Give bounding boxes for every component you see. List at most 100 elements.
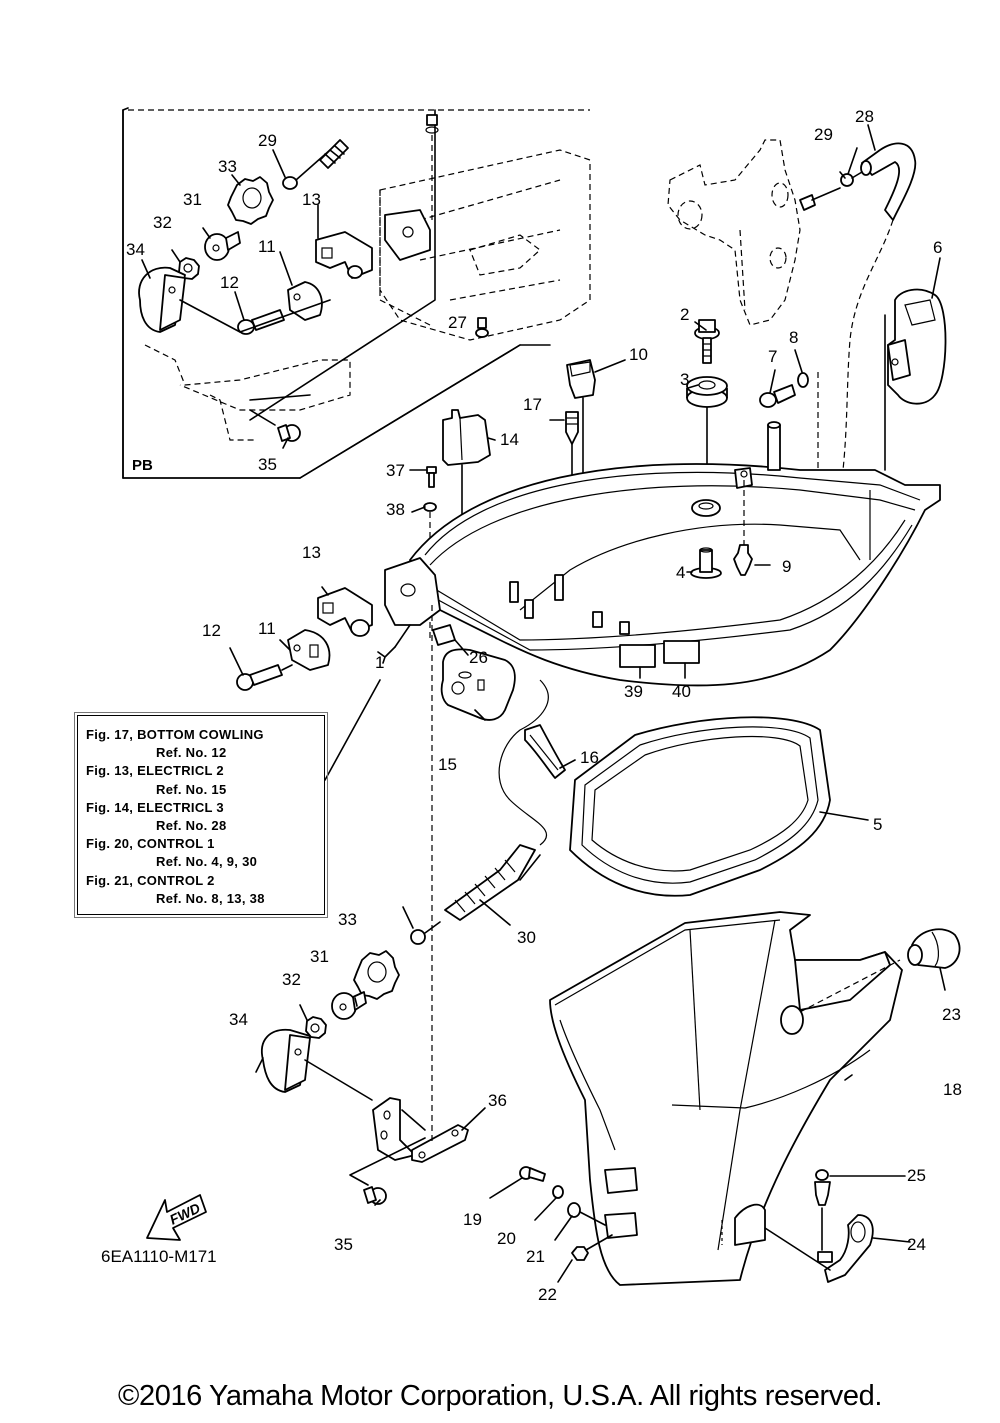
drawing-code: 6EA1110-M171 — [101, 1247, 217, 1266]
inset-callout-31: 31 — [183, 190, 202, 209]
inset-panel: PB — [122, 107, 591, 479]
callout-13: 13 — [302, 543, 321, 562]
part-33-nut-lower — [353, 950, 400, 1000]
inset-callout-13: 13 — [302, 190, 321, 209]
part-6-bracket — [884, 288, 947, 471]
ref-fig-13: Fig. 13, ELECTRICL 2 — [86, 763, 224, 779]
callout-34: 34 — [229, 1010, 248, 1029]
ref-fig-21: Fig. 21, CONTROL 2 — [86, 872, 215, 888]
inset-label: PB — [132, 457, 153, 474]
inset-part-13-bracket — [315, 231, 373, 279]
callout-36: 36 — [488, 1091, 507, 1110]
callout-20: 20 — [497, 1229, 516, 1248]
callout-1: 1 — [375, 653, 384, 672]
callout-4: 4 — [676, 563, 685, 582]
callout-21: 21 — [526, 1247, 545, 1266]
ref-no-8-13-38: Ref. No. 8, 13, 38 — [156, 890, 265, 906]
part-9-fitting — [733, 480, 753, 576]
ref-no-15: Ref. No. 15 — [156, 781, 227, 797]
callout-9: 9 — [782, 557, 791, 576]
inset-callout-34: 34 — [126, 240, 145, 259]
part-20-ring — [552, 1185, 564, 1199]
callout-3: 3 — [680, 370, 689, 389]
part-12-bolt-lower — [236, 664, 293, 691]
callouts: 1 2 3 4 5 6 7 8 9 10 11 12 13 14 15 16 1… — [202, 107, 962, 1304]
callout-30: 30 — [517, 928, 536, 947]
callout-26: 26 — [469, 648, 488, 667]
callout-6: 6 — [933, 238, 942, 257]
callout-35: 35 — [334, 1235, 353, 1254]
part-16-grommet — [524, 724, 566, 779]
part-36-bracket — [349, 1097, 469, 1186]
callout-23: 23 — [942, 1005, 961, 1024]
part-13-bracket-lower — [317, 587, 373, 637]
inset-part-31-screw — [204, 231, 241, 261]
callout-11: 11 — [258, 619, 276, 638]
part-31-screw-lower — [331, 991, 367, 1020]
callout-40: 40 — [672, 682, 691, 701]
engine-bracket-outline — [667, 139, 841, 326]
bottom-cowling — [384, 421, 941, 687]
inset-callout-32: 32 — [153, 213, 172, 232]
part-2-bolt — [694, 319, 720, 364]
inset-part-29-clip — [282, 139, 349, 190]
ref-fig-17: Fig. 17, BOTTOM COWLING — [86, 727, 264, 742]
part-11-plate-lower — [287, 629, 331, 671]
copyright-notice: ©2016 Yamaha Motor Corporation, U.S.A. A… — [118, 1380, 882, 1412]
inset-part-35-screw — [277, 424, 301, 442]
callout-12: 12 — [202, 621, 221, 640]
callout-29: 29 — [814, 125, 833, 144]
part-24-bracket — [764, 1214, 874, 1283]
callout-28: 28 — [855, 107, 874, 126]
part-15-cover — [440, 648, 516, 721]
callout-27: 27 — [448, 313, 467, 332]
ref-no-12: Ref. No. 12 — [156, 745, 227, 761]
callout-31: 31 — [310, 947, 329, 966]
inset-part-11-plate — [287, 281, 323, 321]
part-18-lower-case — [549, 911, 903, 1286]
part-29-clip-lower — [410, 921, 441, 945]
reference-box: Fig. 17, BOTTOM COWLING Ref. No. 12 Fig.… — [74, 712, 328, 918]
callout-25: 25 — [907, 1166, 926, 1185]
callout-14: 14 — [500, 430, 519, 449]
callout-33: 33 — [338, 910, 357, 929]
callout-24: 24 — [907, 1235, 926, 1254]
callout-10: 10 — [629, 345, 648, 364]
ref-no-28: Ref. No. 28 — [156, 818, 227, 834]
callout-2: 2 — [680, 305, 689, 324]
ref-fig-14: Fig. 14, ELECTRICL 3 — [86, 799, 224, 815]
inset-bracket — [144, 299, 351, 441]
inset-mount-boss — [384, 209, 431, 261]
inset-callout-35: 35 — [258, 455, 277, 474]
part-19-screw — [519, 1166, 546, 1182]
callout-38: 38 — [386, 500, 405, 519]
part-34-damper-lower — [261, 1028, 373, 1101]
part-35-screw-lower — [363, 1186, 387, 1205]
inset-callouts: 29 33 31 32 34 13 11 12 35 — [126, 131, 321, 474]
part-21-washer — [567, 1202, 606, 1226]
callout-8: 8 — [789, 328, 798, 347]
callout-19: 19 — [463, 1210, 482, 1229]
part-4-collar — [690, 547, 722, 579]
part-25-clip — [814, 1169, 831, 1251]
part-23-grommet — [907, 928, 961, 969]
inset-top-bolt — [426, 114, 438, 126]
callout-5: 5 — [873, 815, 882, 834]
part-32-washer-lower — [305, 1016, 327, 1039]
callout-39: 39 — [624, 682, 643, 701]
callout-37: 37 — [386, 461, 405, 480]
callout-15: 15 — [438, 755, 457, 774]
inset-engine-outline — [379, 149, 591, 341]
callout-18: 18 — [943, 1080, 962, 1099]
part-8-washer — [797, 372, 809, 388]
fwd-label: FWD — [167, 1200, 203, 1228]
ref-fig-20: Fig. 20, CONTROL 1 — [86, 836, 215, 852]
inset-callout-29: 29 — [258, 131, 277, 150]
inset-callout-11: 11 — [258, 237, 276, 256]
part-7-bolt — [759, 384, 796, 408]
callout-7: 7 — [768, 347, 777, 366]
wire-harness — [498, 679, 549, 846]
inset-part-33-nut — [227, 176, 274, 225]
callout-22: 22 — [538, 1285, 557, 1304]
